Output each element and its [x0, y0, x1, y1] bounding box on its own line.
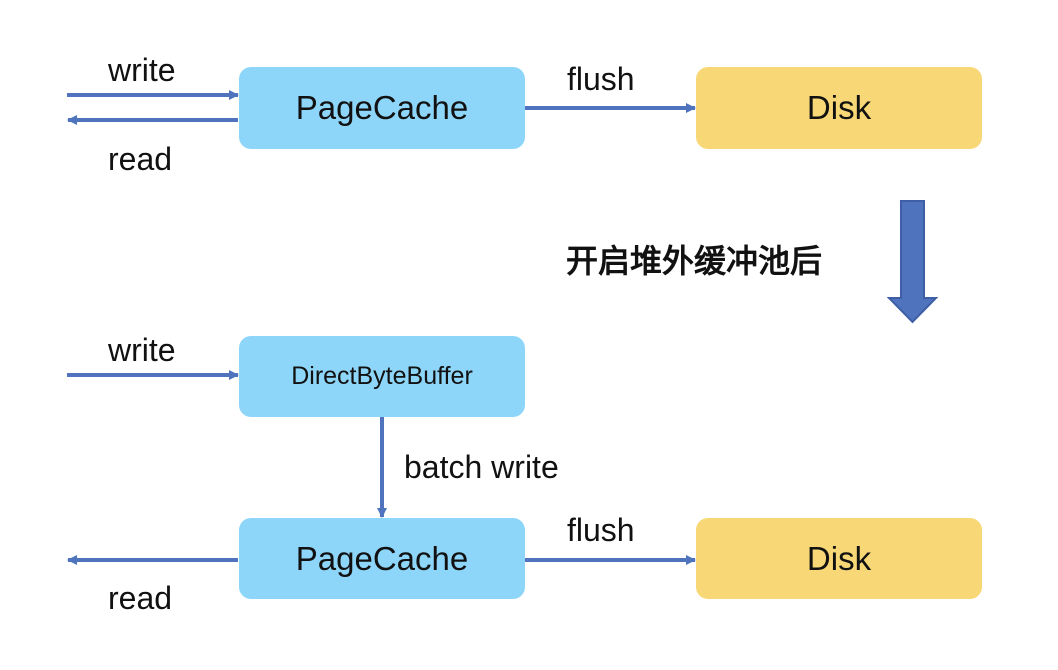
- directbytebuffer-label: DirectByteBuffer: [291, 362, 473, 390]
- top-read-label: read: [108, 141, 173, 177]
- bottom-read-label: read: [108, 580, 173, 616]
- top-pagecache-label: PageCache: [295, 89, 469, 126]
- bottom-pagecache-box: PageCache: [239, 518, 525, 599]
- batch-write-label: batch write: [404, 449, 559, 485]
- top-disk-label: Disk: [806, 89, 872, 126]
- directbytebuffer-box: DirectByteBuffer: [239, 336, 525, 417]
- bottom-pagecache-label: PageCache: [295, 539, 469, 577]
- bottom-write-label: write: [108, 332, 176, 368]
- bottom-flush-label: flush: [567, 512, 635, 548]
- big-down-arrow-icon: [886, 200, 939, 324]
- top-disk-box: Disk: [696, 67, 982, 149]
- bottom-disk-label: Disk: [806, 539, 872, 577]
- top-flush-label: flush: [567, 61, 635, 97]
- top-write-label: write: [108, 52, 176, 88]
- bottom-disk-box: Disk: [696, 518, 982, 599]
- transition-caption: 开启堆外缓冲池后: [566, 242, 823, 280]
- top-pagecache-box: PageCache: [239, 67, 525, 149]
